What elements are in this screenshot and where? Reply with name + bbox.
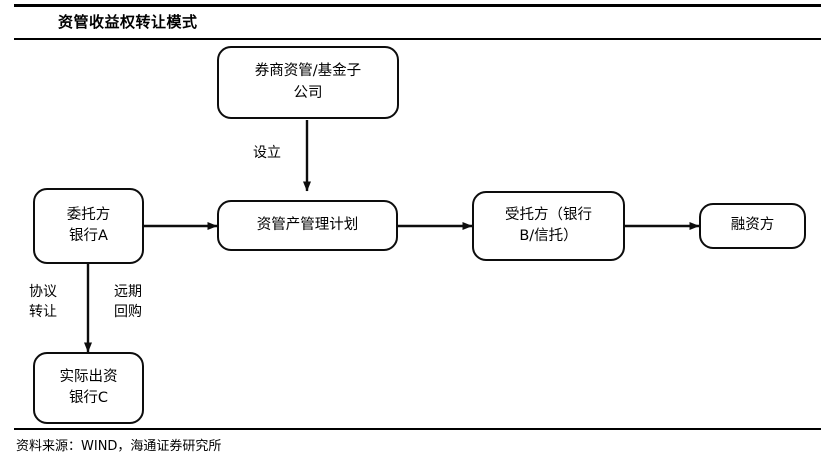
- header-rule-bottom: [14, 38, 821, 40]
- page-title: 资管收益权转让模式: [58, 13, 198, 31]
- node-label: 融资方: [730, 217, 775, 234]
- node-label: 资管产管理计划: [256, 216, 359, 233]
- edge-label-setup: 设立: [253, 145, 281, 161]
- node-label: 受托方（银行 B/信托）: [505, 206, 592, 244]
- header-rule-top: [14, 4, 821, 7]
- node-label: 券商资管/基金子 公司: [254, 63, 362, 101]
- node-client-bank-a[interactable]: 委托方 银行A: [33, 188, 144, 264]
- source-note: 资料来源：WIND，海通证券研究所: [16, 439, 222, 454]
- node-securities-asset-mgmt[interactable]: 券商资管/基金子 公司: [217, 46, 399, 119]
- node-financing-party[interactable]: 融资方: [699, 203, 806, 249]
- footer-rule: [14, 428, 821, 430]
- node-label: 实际出资 银行C: [59, 368, 118, 406]
- edge-label-agreement-transfer: 协议 转让: [29, 284, 57, 321]
- edge-label-forward-repo: 远期 回购: [114, 284, 142, 321]
- node-label: 委托方 银行A: [66, 206, 111, 244]
- node-trustee-bank-b[interactable]: 受托方（银行 B/信托）: [472, 191, 625, 261]
- node-asset-mgmt-plan[interactable]: 资管产管理计划: [217, 200, 398, 251]
- node-actual-funder-bank-c[interactable]: 实际出资 银行C: [33, 352, 144, 424]
